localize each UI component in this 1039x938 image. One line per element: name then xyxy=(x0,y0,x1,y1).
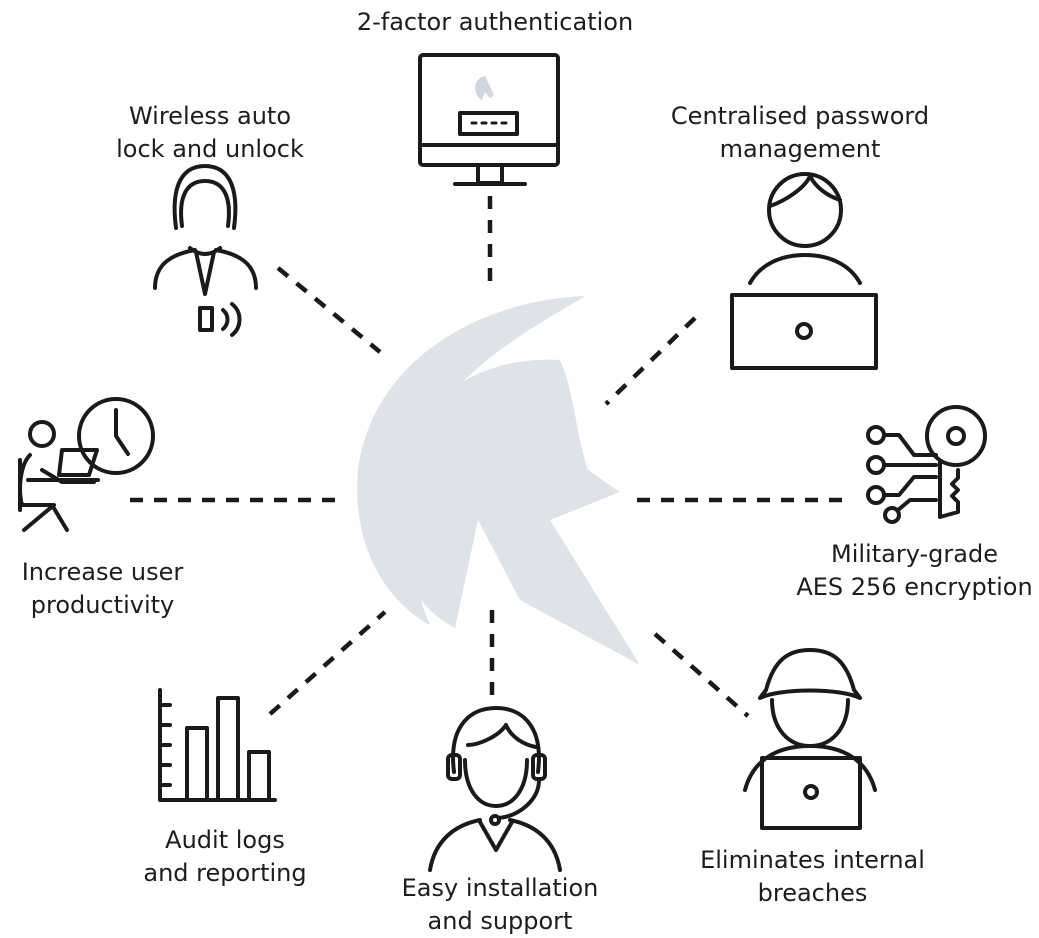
support-headset-icon xyxy=(428,706,562,872)
label-line: 2-factor authentication xyxy=(356,8,634,36)
connector-password xyxy=(604,316,697,406)
monitor-login-icon xyxy=(418,53,560,186)
label-two-factor-authentication: 2-factor authentication xyxy=(305,6,685,39)
user-laptop-icon xyxy=(730,172,878,370)
label-line: lock and unlock xyxy=(116,135,304,163)
woman-badge-wireless-icon xyxy=(153,164,258,337)
connector-audit xyxy=(268,610,387,716)
connector-lines xyxy=(130,196,845,718)
person-desk-clock-icon xyxy=(18,397,155,532)
label-line: Eliminates internal xyxy=(700,846,925,874)
bar-chart-icon xyxy=(158,688,277,802)
label-increase-productivity: Increase user productivity xyxy=(0,556,205,622)
label-line: Centralised password xyxy=(670,102,930,130)
spartan-helmet-logo-icon xyxy=(357,296,640,665)
circuit-key-icon xyxy=(866,405,987,524)
label-line: Wireless auto xyxy=(128,102,292,130)
label-line: AES 256 encryption xyxy=(796,573,1033,601)
label-wireless-auto-lock: Wireless auto lock and unlock xyxy=(60,100,360,166)
label-line: Military-grade xyxy=(831,540,998,568)
label-audit-logs: Audit logs and reporting xyxy=(110,824,340,890)
label-line: Easy installation xyxy=(401,874,599,902)
label-military-grade-encryption: Military-grade AES 256 encryption xyxy=(790,538,1039,604)
connector-wireless xyxy=(276,266,382,354)
label-line: Audit logs xyxy=(165,826,285,854)
label-easy-installation: Easy installation and support xyxy=(375,872,625,938)
label-line: and reporting xyxy=(143,859,307,887)
hacker-laptop-icon xyxy=(743,648,877,830)
label-centralised-password: Centralised password management xyxy=(650,100,950,166)
label-line: breaches xyxy=(757,879,868,907)
label-line: and support xyxy=(427,907,573,935)
label-line: management xyxy=(719,135,881,163)
label-line: productivity xyxy=(30,591,175,619)
connector-breaches xyxy=(653,632,750,718)
label-line: Increase user xyxy=(21,558,184,586)
label-eliminates-breaches: Eliminates internal breaches xyxy=(680,844,945,910)
